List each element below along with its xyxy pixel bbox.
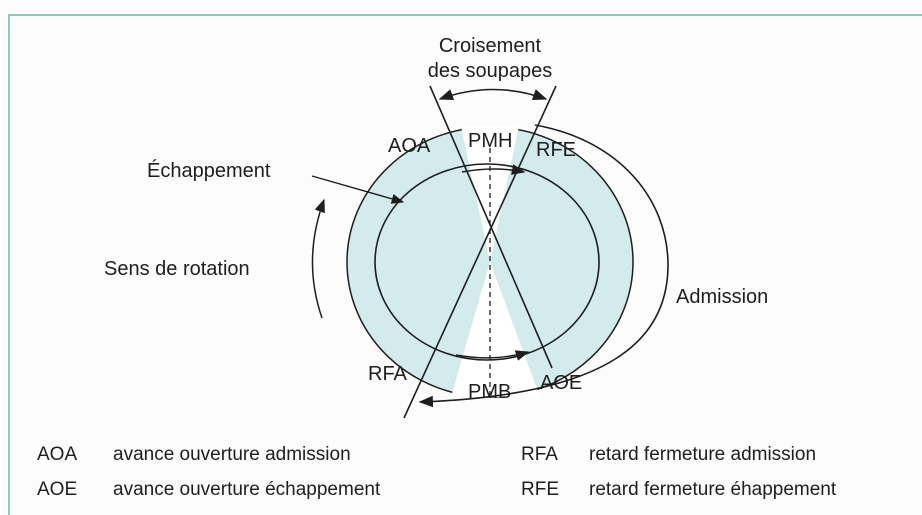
legend-text: retard fermeture éhappement: [589, 479, 837, 500]
croisement-label-line2: des soupapes: [428, 60, 553, 82]
legend-text: retard fermeture admission: [589, 444, 817, 465]
croisement-label-line1: Croisement: [439, 35, 542, 57]
legend-abbr: RFA: [521, 444, 558, 465]
rotation-arrow: [311, 198, 325, 319]
inner-top-arrow: [461, 164, 526, 175]
label-pmb: PMB: [468, 381, 511, 403]
legend-item: RFE retard fermeture éhappement: [521, 479, 836, 501]
overlap-arrow: [438, 88, 548, 101]
line-rfe-aoe: [403, 85, 557, 419]
admission-arc: [418, 124, 669, 408]
figure-frame: [8, 14, 922, 515]
legend-abbr: RFE: [521, 479, 559, 500]
label-pmh: PMH: [468, 130, 512, 152]
label-rfa: RFA: [368, 363, 408, 385]
label-admission: Admission: [676, 286, 768, 308]
exhaust-ring: [374, 163, 600, 361]
label-sens-rotation: Sens de rotation: [104, 258, 250, 280]
legend-text: avance ouverture échappement: [113, 479, 381, 500]
legend-item: RFA retard fermeture admission: [521, 444, 816, 466]
label-aoa: AOA: [388, 135, 431, 157]
legend-item: AOA avance ouverture admission: [37, 444, 351, 466]
legend-abbr: AOA: [37, 444, 78, 465]
legend-text: avance ouverture admission: [113, 444, 351, 465]
label-aoe: AOE: [540, 372, 582, 394]
label-rfe: RFE: [536, 139, 576, 161]
label-echappement: Échappement: [147, 159, 271, 182]
inner-bottom-arrow: [455, 350, 530, 361]
overlap-sector-bottom: [451, 262, 540, 397]
legend-item: AOE avance ouverture échappement: [37, 479, 380, 501]
legend-abbr: AOE: [37, 479, 78, 500]
echappement-pointer: [311, 175, 405, 204]
